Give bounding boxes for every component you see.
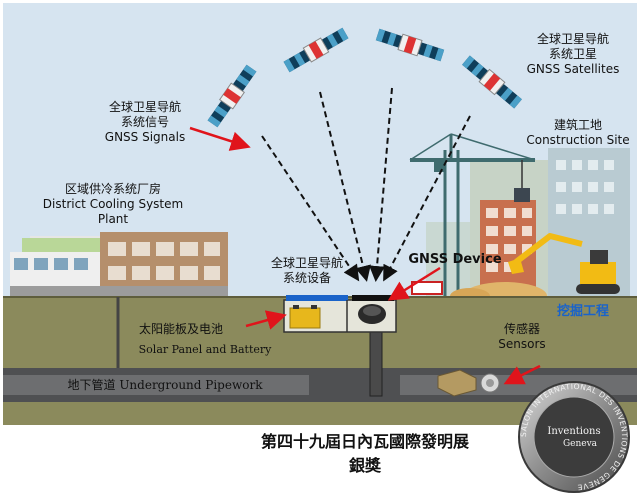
cooling-plant-label-en-2: Plant bbox=[97, 212, 129, 226]
medal-center-text-1: Inventions bbox=[547, 426, 600, 437]
red-pointer-arrows bbox=[189, 126, 541, 385]
equipment-label-zh-2: 系统设备 bbox=[282, 271, 331, 285]
gnss-device-label: GNSS Device bbox=[408, 252, 502, 267]
satellite-2 bbox=[283, 27, 349, 73]
construction-label: 建筑工地 Construction Site bbox=[520, 118, 636, 148]
footer-award: 銀獎 bbox=[348, 456, 381, 475]
footer-title: 第四十九屆日內瓦國際發明展 bbox=[260, 432, 469, 451]
solar-label-zh: 太阳能板及电池 bbox=[138, 322, 223, 336]
sensors bbox=[437, 369, 500, 397]
signals-label-zh-2: 系统信号 bbox=[120, 115, 169, 129]
sensor-pole bbox=[369, 331, 383, 397]
construction-label-zh: 建筑工地 bbox=[553, 118, 602, 132]
excavator bbox=[508, 233, 620, 294]
satellite-3 bbox=[375, 28, 445, 62]
gnss-signal-arrows bbox=[261, 87, 471, 282]
medal: SALON INTERNATIONAL DES INVENTIONS DE GE… bbox=[518, 381, 630, 493]
solar-label-en: Solar Panel and Battery bbox=[138, 343, 272, 356]
equipment-label: 全球卫星导航 系统设备 bbox=[252, 256, 362, 286]
satellites-label-en: GNSS Satellites bbox=[526, 62, 620, 76]
sensors-label: 传感器 Sensors bbox=[482, 322, 562, 352]
signals-label: 全球卫星导航 系统信号 GNSS Signals bbox=[90, 100, 200, 145]
cooling-plant-label-en-1: District Cooling System bbox=[42, 197, 184, 211]
cooling-plant bbox=[10, 232, 228, 296]
equipment-label-zh-1: 全球卫星导航 bbox=[270, 256, 343, 270]
sensors-label-zh: 传感器 bbox=[503, 322, 540, 336]
cooling-plant-label-zh: 区域供冷系统厂房 bbox=[64, 182, 161, 196]
signals-label-zh-1: 全球卫星导航 bbox=[108, 100, 181, 114]
equipment-box bbox=[283, 295, 397, 333]
satellite-4 bbox=[462, 55, 522, 109]
medal-center-text-2: Geneva bbox=[563, 439, 598, 449]
satellites-label-zh-2: 系统卫星 bbox=[548, 47, 597, 61]
underground-pipe bbox=[3, 368, 637, 402]
satellites-label-zh-1: 全球卫星导航 bbox=[536, 32, 609, 46]
sensors-label-en: Sensors bbox=[498, 337, 546, 351]
pipework-label: 地下管道 Underground Pipework bbox=[67, 378, 263, 392]
cooling-plant-label: 区域供冷系统厂房 District Cooling System Plant bbox=[28, 182, 198, 227]
signals-label-en: GNSS Signals bbox=[104, 130, 186, 144]
excavation-label: 挖掘工程 bbox=[556, 304, 609, 319]
construction-label-en: Construction Site bbox=[526, 133, 630, 147]
satellites-label: 全球卫星导航 系统卫星 GNSS Satellites bbox=[518, 32, 628, 77]
satellite-1 bbox=[207, 64, 257, 128]
